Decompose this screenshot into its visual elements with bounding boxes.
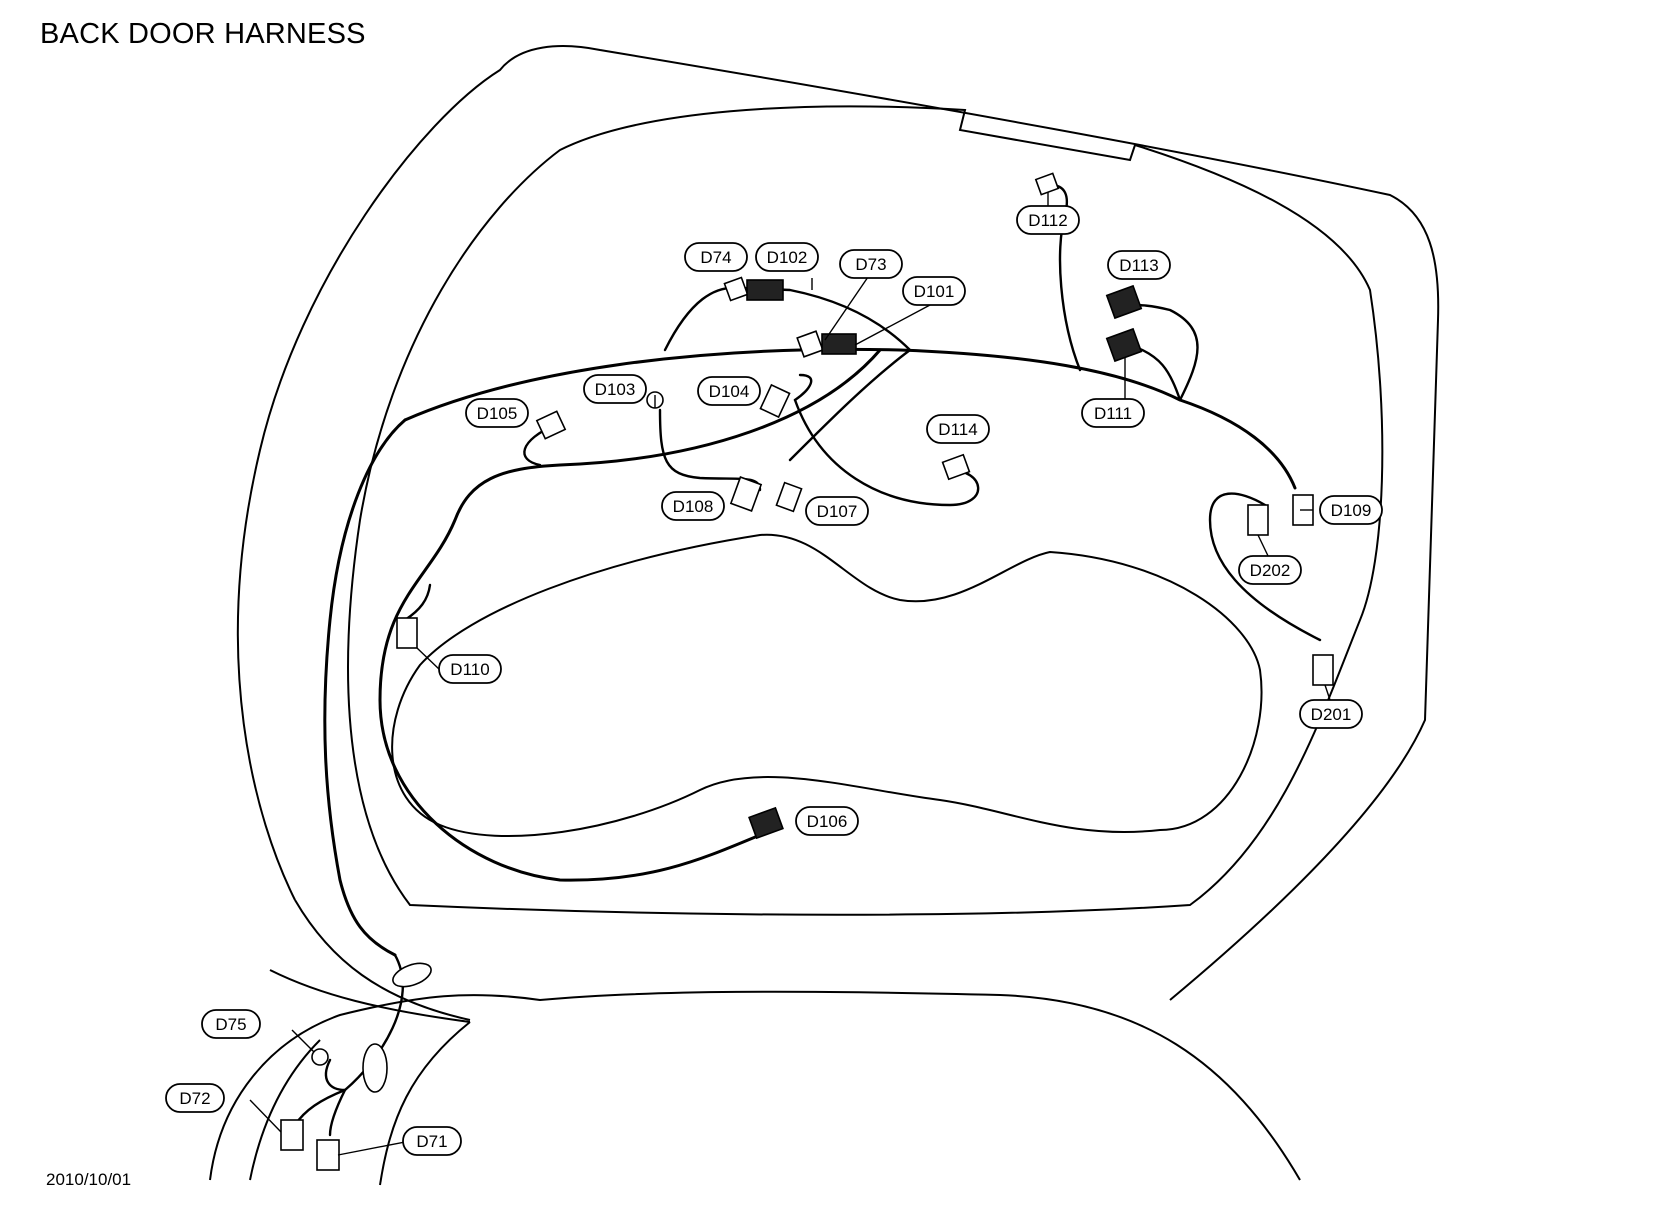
label-D102: D102	[755, 242, 819, 272]
harness-d202-branch	[1208, 492, 1322, 642]
body-lower-line	[269, 969, 471, 1023]
harness-d110-branch	[403, 583, 432, 622]
label-text-D105: D105	[477, 404, 518, 423]
label-D73: D73	[839, 249, 903, 279]
label-D72: D72	[165, 1083, 225, 1113]
label-text-D73: D73	[855, 255, 886, 274]
harness-d104-branch	[793, 398, 980, 507]
label-text-D75: D75	[215, 1015, 246, 1034]
label-D109: D109	[1319, 495, 1383, 525]
label-D106: D106	[795, 806, 859, 836]
label-text-D107: D107	[817, 502, 858, 521]
label-D112: D112	[1016, 205, 1080, 235]
label-text-D113: D113	[1119, 256, 1158, 275]
body-opening-curve	[379, 1021, 471, 1186]
grommet-lower	[362, 1043, 388, 1093]
label-text-D112: D112	[1028, 211, 1067, 230]
harness-d103-branch	[658, 408, 762, 492]
label-D107: D107	[805, 496, 869, 526]
label-text-D101: D101	[914, 282, 955, 301]
label-D75: D75	[201, 1009, 261, 1039]
label-text-D111: D111	[1094, 404, 1132, 423]
label-text-D72: D72	[179, 1089, 210, 1108]
harness-d75-branch	[328, 953, 405, 1137]
label-text-D202: D202	[1250, 561, 1291, 580]
label-D74: D74	[684, 242, 748, 272]
label-text-D201: D201	[1311, 705, 1352, 724]
grommet-upper	[392, 962, 432, 988]
leader-lines	[249, 192, 1331, 1156]
body-lower-left	[294, 899, 471, 1021]
label-text-D102: D102	[767, 248, 808, 267]
harness-d74-loop	[663, 286, 912, 462]
harness-left-down	[323, 418, 407, 957]
label-D71: D71	[402, 1126, 462, 1156]
label-text-D114: D114	[938, 420, 977, 439]
label-text-D108: D108	[673, 497, 714, 516]
label-text-D109: D109	[1331, 501, 1372, 520]
label-D101: D101	[902, 276, 966, 306]
label-D111: D111	[1081, 398, 1145, 428]
harness-d104-stub	[793, 373, 813, 402]
window-opening	[391, 533, 1263, 838]
connector-shapes	[280, 172, 1334, 1171]
label-D108: D108	[661, 491, 725, 521]
harness-d75-wire	[324, 1058, 347, 1092]
label-D110: D110	[438, 654, 502, 684]
diagram-date: 2010/10/01	[46, 1170, 132, 1189]
label-text-D106: D106	[807, 812, 848, 831]
harness-main-trunk	[403, 347, 1297, 490]
label-text-D110: D110	[450, 660, 489, 679]
label-text-D103: D103	[595, 380, 636, 399]
label-D113: D113	[1107, 250, 1171, 280]
label-D114: D114	[926, 414, 990, 444]
label-D103: D103	[583, 374, 647, 404]
body-rear-curve	[209, 990, 1301, 1181]
label-D202: D202	[1238, 555, 1302, 585]
label-D104: D104	[697, 376, 761, 406]
label-D201: D201	[1299, 699, 1363, 729]
label-text-D104: D104	[709, 382, 750, 401]
harness-d113-branch	[1128, 303, 1199, 402]
harness-inner-loop	[378, 348, 882, 882]
door-inner-frame	[347, 105, 1384, 916]
label-D105: D105	[465, 398, 529, 428]
body-left-edge	[249, 1039, 321, 1181]
diagram-title: BACK DOOR HARNESS	[40, 18, 366, 50]
label-text-D74: D74	[700, 248, 731, 267]
label-text-D71: D71	[416, 1132, 447, 1151]
door-outer-outline	[236, 45, 1440, 1001]
